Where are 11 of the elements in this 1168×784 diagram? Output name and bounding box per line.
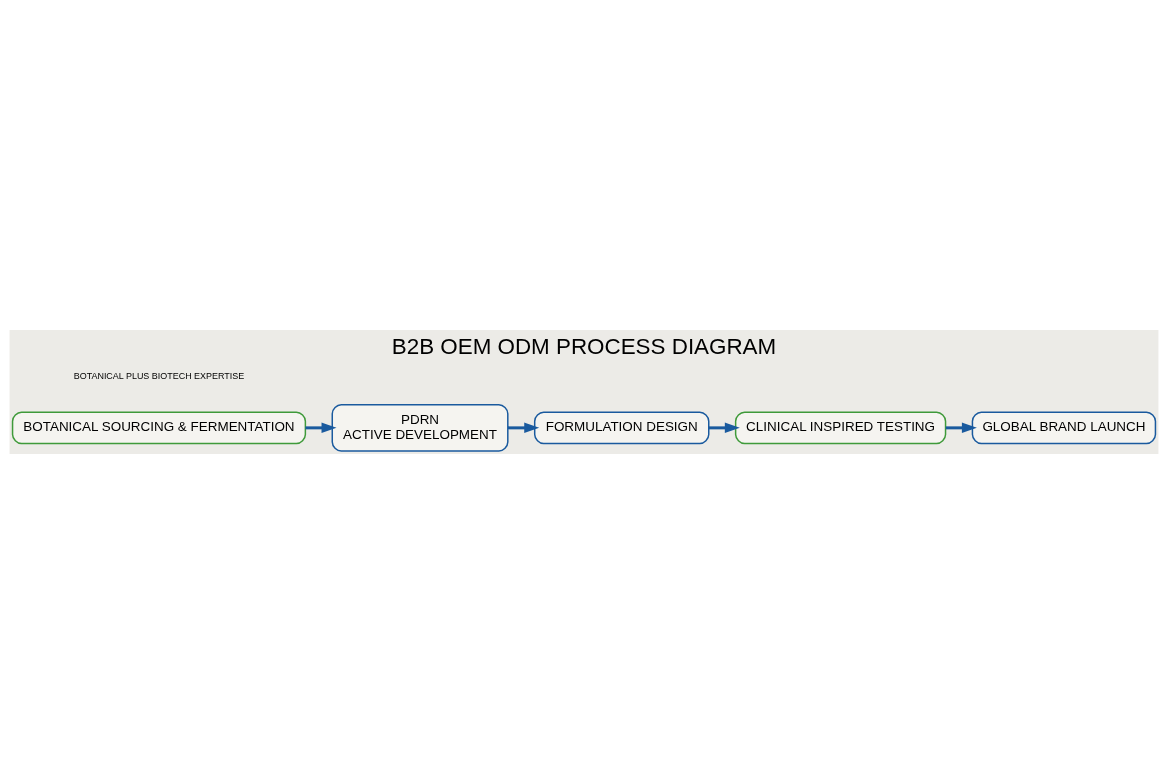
node-box: PDRN ACTIVE DEVELOPMENT	[331, 403, 509, 452]
node-box: FORMULATION DESIGN	[533, 411, 710, 445]
arrow	[508, 422, 540, 434]
node-box: CLINICAL INSPIRED TESTING	[734, 411, 947, 445]
arrow	[305, 422, 337, 434]
arrow	[709, 422, 740, 434]
node-box: BOTANICAL SOURCING & FERMENTATION	[11, 411, 307, 445]
arrow	[945, 422, 977, 434]
diagram-title: B2B OEM ODM PROCESS DIAGRAM	[391, 333, 777, 359]
label: BOTANICAL PLUS BIOTECH EXPERTISE	[73, 371, 245, 382]
node-box: GLOBAL BRAND LAUNCH	[971, 411, 1157, 445]
